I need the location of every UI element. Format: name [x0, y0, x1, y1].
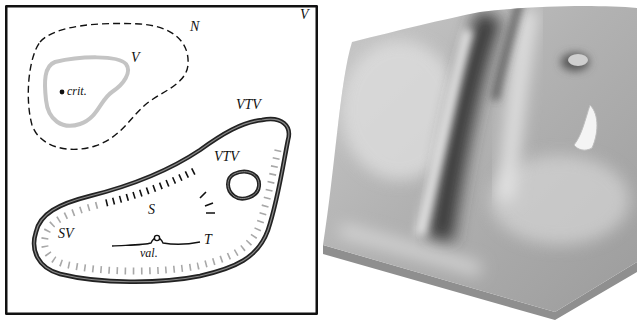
region-outline: [22, 16, 208, 158]
set-label: S: [148, 203, 155, 217]
point-label: val.: [140, 247, 158, 259]
region-label: V: [131, 51, 140, 65]
trajectory-line: [112, 235, 200, 246]
grey-region: Vcrit.: [40, 48, 150, 132]
region-outline: [5, 5, 318, 315]
region-ticks: [45, 150, 278, 271]
region-label: VTV: [236, 98, 261, 112]
neighborhood-region: Vcrit. N: [22, 16, 208, 158]
surface-rendering: [323, 0, 637, 320]
outline-stroke: [45, 57, 128, 125]
outline-stroke: [34, 119, 289, 282]
outline-stroke: [228, 172, 259, 199]
critical-point: [60, 90, 65, 95]
point-label: crit.: [67, 85, 87, 97]
outline-stroke: [28, 23, 188, 149]
frame-box: Vcrit. N VTV VTV SV S Tval. V: [5, 5, 318, 315]
region-label: N: [190, 20, 199, 34]
region-label: SV: [58, 227, 74, 241]
region-label: VTV: [214, 150, 239, 164]
outline-stroke: [228, 172, 259, 199]
vtv-subregion: VTV: [210, 146, 264, 204]
space-label: V: [300, 8, 309, 22]
outline-stroke: [6, 6, 317, 314]
curve-label: T: [204, 233, 212, 247]
vtv-region: VTV VTV SV S Tval.: [28, 94, 296, 288]
outline-stroke: [34, 119, 289, 282]
